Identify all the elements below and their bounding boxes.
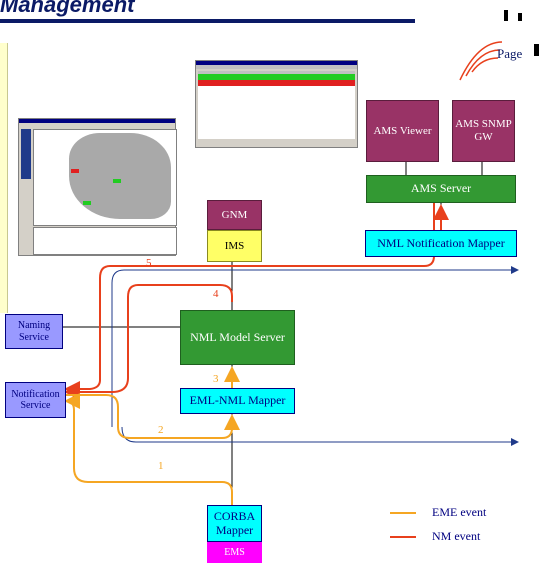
- nm-path-5: [64, 203, 435, 397]
- corner-mark-icon: [504, 10, 508, 21]
- side-panel: [0, 43, 8, 313]
- eme-path-2: [66, 394, 240, 439]
- step-2-label: 2: [158, 424, 164, 436]
- corba-mapper-box: CORBA Mapper: [207, 505, 262, 542]
- step-5-label: 5: [146, 257, 152, 269]
- page-title: Management: [0, 0, 135, 17]
- network-map-window: [18, 118, 177, 256]
- alarm-list-window: [195, 60, 358, 148]
- ams-viewer-box: AMS Viewer: [366, 100, 439, 162]
- notification-service-box: Notification Service: [5, 382, 66, 418]
- upper-bus: [111, 266, 519, 427]
- signal-waves-icon: [459, 41, 503, 81]
- ims-box: IMS: [207, 230, 262, 262]
- corner-mark-icon-2: [518, 13, 522, 21]
- lower-bus: [121, 426, 519, 446]
- step-4-label: 4: [213, 288, 219, 300]
- ems-box: EMS: [207, 542, 262, 563]
- eme-path-1: [64, 393, 233, 505]
- pager-label: Page: [497, 46, 523, 61]
- nml-notification-mapper-box: NML Notification Mapper: [365, 230, 517, 257]
- step-1-label: 1: [158, 460, 164, 472]
- ams-server-box: AMS Server: [366, 175, 516, 203]
- naming-service-box: Naming Service: [5, 314, 63, 349]
- nm-path-4: [64, 284, 233, 400]
- legend-eme-label: EME event: [432, 505, 487, 519]
- nml-model-server-box: NML Model Server: [180, 310, 295, 365]
- eml-nml-mapper-box: EML-NML Mapper: [180, 388, 295, 414]
- gnm-box: GNM: [207, 200, 262, 230]
- ams-snmp-gw-box: AMS SNMP GW: [452, 100, 515, 162]
- pager-icon: [534, 44, 539, 56]
- title-rule: [0, 19, 415, 23]
- legend-nm-label: NM event: [432, 529, 481, 543]
- step-3-label: 3: [213, 373, 219, 385]
